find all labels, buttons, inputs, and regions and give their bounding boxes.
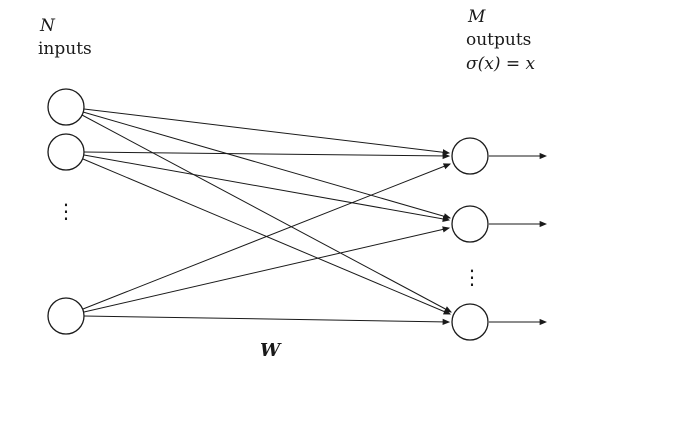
network-nodes (47, 88, 489, 341)
output-arrows (489, 152, 548, 326)
edge-input3-output3 (83, 315, 451, 326)
output-label-block: M outputs σ(x) = x (466, 7, 536, 74)
input-word-label: inputs (38, 39, 92, 59)
edge-input1-output3 (81, 114, 452, 313)
input-count-label: N (39, 16, 56, 36)
weight-edges (81, 108, 452, 326)
output-node-1 (451, 137, 489, 175)
input-node-1 (47, 88, 85, 126)
weight-matrix-label: W (260, 340, 282, 361)
edge-input2-output1 (83, 151, 451, 160)
output-node-2 (451, 205, 489, 243)
edge-input1-output2 (82, 111, 452, 220)
edge-input1-output1 (83, 108, 451, 156)
input-node-3 (47, 297, 85, 335)
edge-input3-output1 (82, 163, 452, 310)
activation-function-label: σ(x) = x (466, 54, 536, 74)
output-count-label: M (467, 7, 486, 27)
output-ellipsis: ⋮ (462, 265, 482, 289)
input-label-block: N inputs (38, 16, 92, 59)
edge-input2-output2 (83, 154, 451, 222)
input-ellipsis: ⋮ (56, 199, 76, 223)
output-word-label: outputs (466, 30, 531, 50)
edge-input3-output2 (83, 226, 451, 313)
input-node-2 (47, 133, 85, 171)
output-node-3 (451, 303, 489, 341)
